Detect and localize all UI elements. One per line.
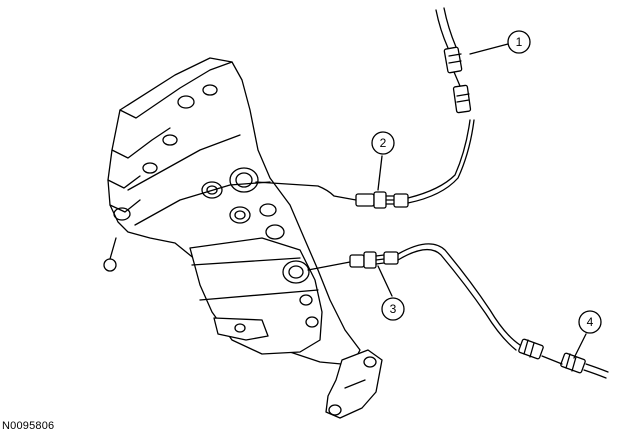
figure-id: N0095806 [2, 420, 55, 432]
callout-2-label: 2 [380, 136, 387, 150]
callout-3-label: 3 [390, 302, 397, 316]
callout-1-label: 1 [516, 35, 523, 49]
callout-1-leader [469, 43, 509, 55]
callout-1-circle [507, 30, 531, 54]
downstream-oxygen-sensor [307, 243, 609, 379]
callout-2-circle [371, 131, 395, 155]
callout-4-label: 4 [587, 315, 594, 329]
callout-3-circle [381, 297, 405, 321]
callout-4-leader [573, 333, 587, 359]
upstream-oxygen-sensor [255, 7, 475, 209]
exhaust-manifold [103, 57, 383, 419]
callout-2-leader [377, 155, 383, 191]
callout-3-leader [377, 265, 393, 297]
callout-4-circle [578, 310, 602, 334]
